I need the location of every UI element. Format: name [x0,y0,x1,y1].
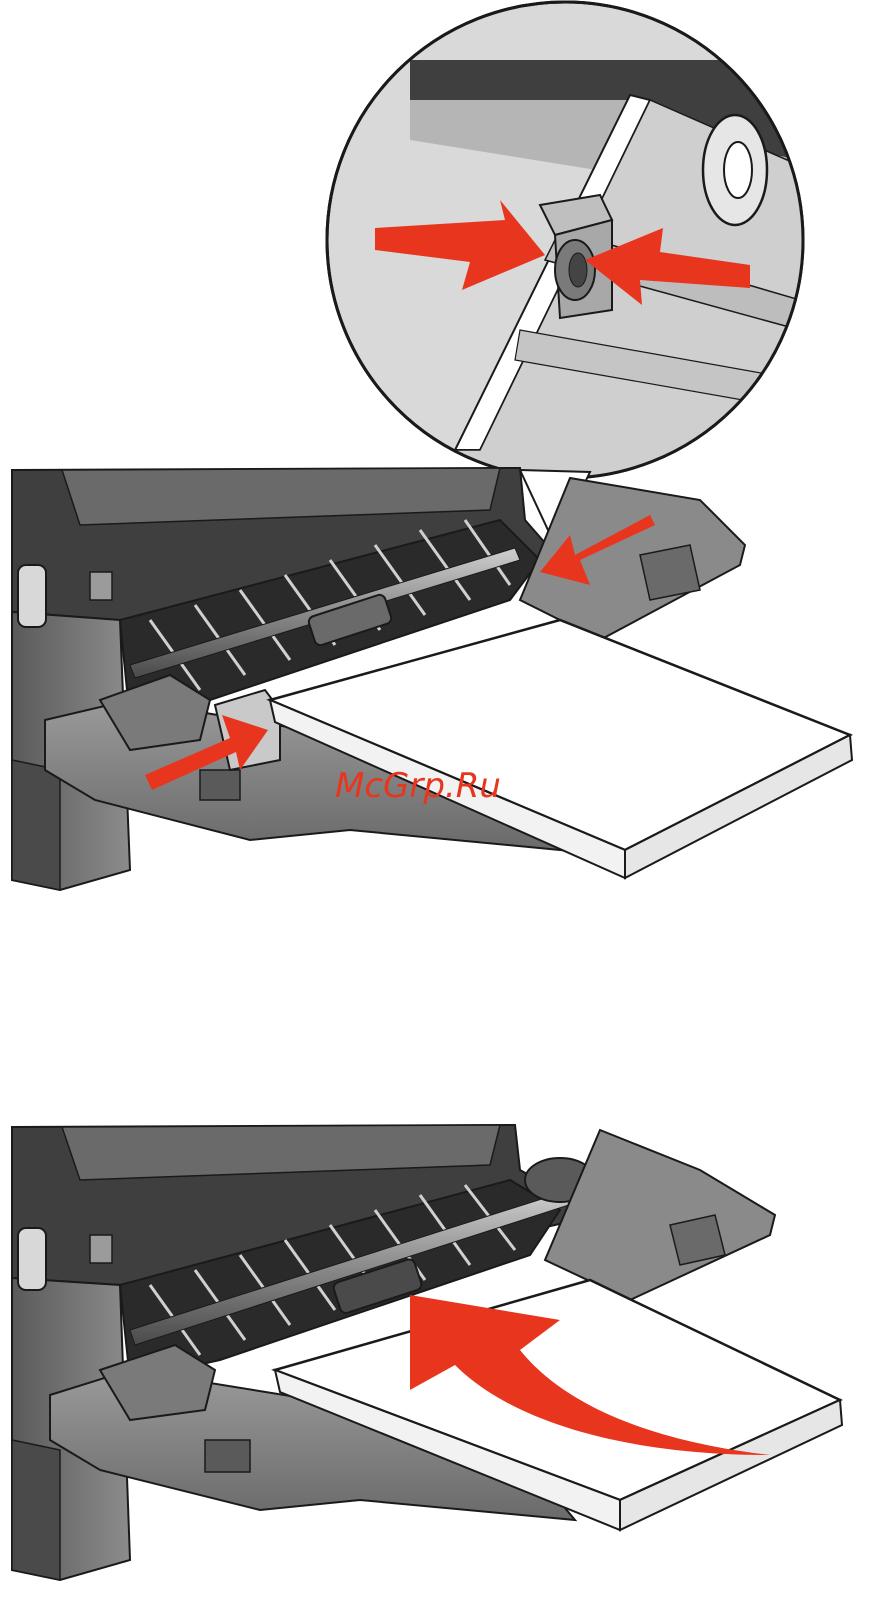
illustration-step-2 [12,1125,842,1580]
watermark-text: McGrp.Ru [335,766,501,806]
paper-stack [270,620,852,878]
callout-magnifier [327,2,810,545]
illustration-step-1: McGrp.Ru [12,2,852,890]
